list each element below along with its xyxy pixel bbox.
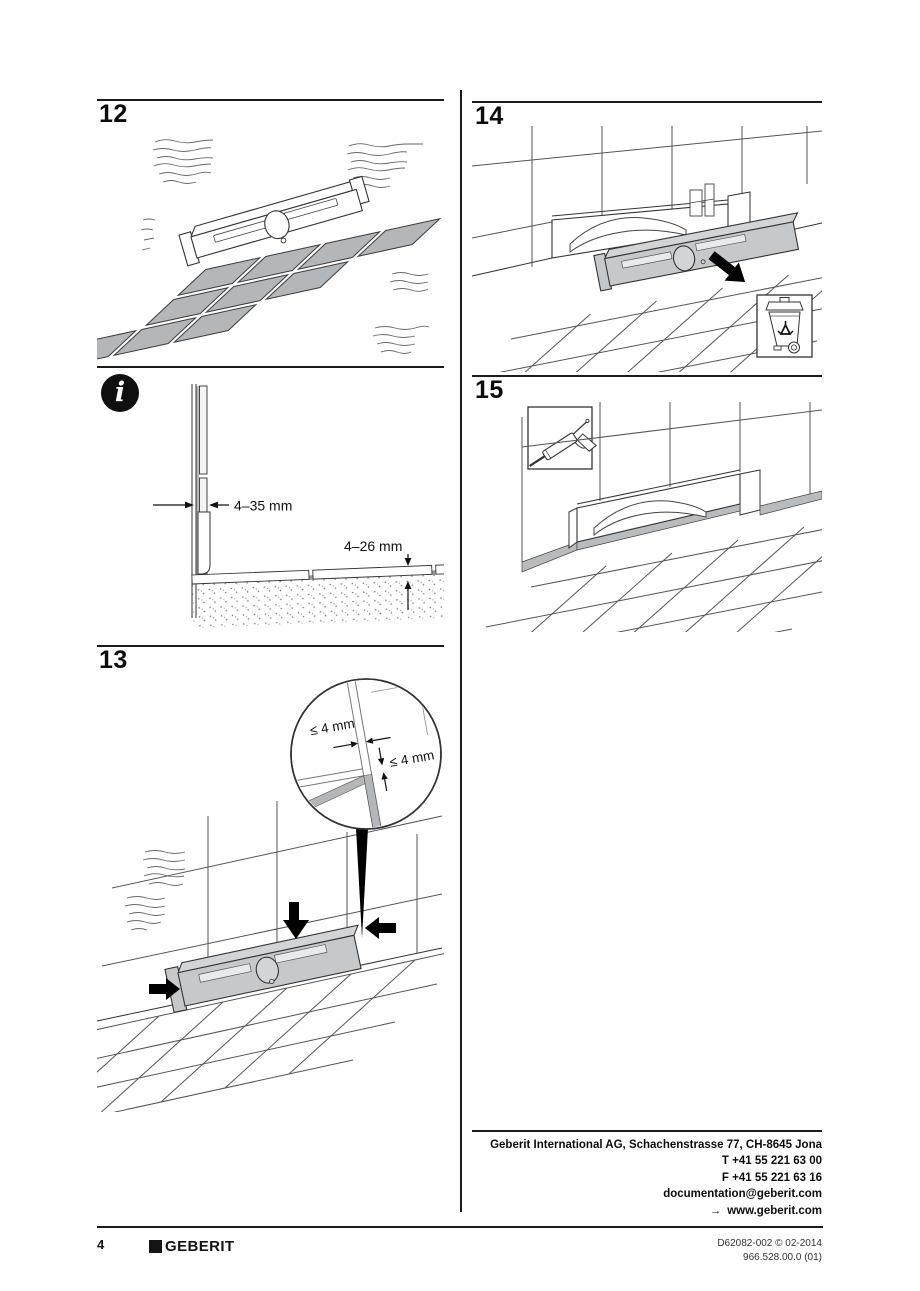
step-15-figure: [472, 402, 822, 632]
wall-cross-section: [191, 384, 211, 618]
section-rule-15: [472, 375, 822, 377]
wall-thickness-label: 4–35 mm: [234, 498, 292, 514]
press-down-arrow-icon: [283, 902, 309, 939]
contact-address-line: Geberit International AG, Schachenstrass…: [490, 1139, 822, 1151]
floor-thickness-dimension: 4–26 mm: [344, 538, 412, 610]
step-15-heading: 15: [475, 376, 504, 404]
step-13-heading: 13: [99, 646, 128, 674]
caulking-gun-icon: [527, 406, 597, 470]
step-12-heading: 12: [99, 100, 128, 128]
wall-tile-joints: [472, 126, 822, 277]
sealed-drain-outlet: [521, 469, 822, 573]
section-rule-13: [97, 645, 444, 647]
logo-text: GEBERIT: [165, 1238, 235, 1255]
website-arrow-icon: →: [709, 1204, 722, 1217]
contact-rule: [472, 1130, 822, 1132]
info-icon-glyph: i: [114, 376, 126, 408]
contact-fax: F +41 55 221 63 16: [721, 1171, 822, 1184]
contact-website: www.geberit.com: [727, 1204, 822, 1217]
drain-collector-profile: [178, 175, 370, 267]
imprint-block: D62082-002 © 02-2014 966.528.00.0 (01): [602, 1237, 822, 1264]
protection-cover-removed: [593, 212, 800, 292]
document-id: D62082-002 © 02-2014: [717, 1238, 822, 1249]
column-divider: [460, 90, 462, 1212]
contact-email: documentation@geberit.com: [663, 1188, 822, 1201]
page-number: 4: [97, 1237, 105, 1252]
contact-phone: T +41 55 221 63 00: [721, 1155, 822, 1168]
article-number: 966.528.00.0 (01): [743, 1251, 822, 1263]
recycle-bin-icon: [756, 294, 813, 358]
sealant-bead-right: [759, 490, 822, 516]
section-rule-12: [97, 99, 444, 101]
magnifier-ring: [290, 678, 442, 830]
section-rule-info: [97, 366, 444, 368]
contact-website-line: → www.geberit.com: [472, 1203, 822, 1219]
info-icon: i: [101, 374, 139, 412]
push-right-arrow-icon: [149, 978, 180, 1000]
wall-drain-opening: [551, 183, 751, 259]
floor-tile-joints: [472, 501, 822, 632]
floor-cross-section: [191, 561, 444, 628]
step-12-figure: [97, 139, 444, 360]
laid-floor-tiles: [97, 219, 440, 360]
info-figure: 4–35 mm 4–26 mm: [153, 384, 444, 628]
drain-unit: [164, 924, 362, 1014]
floor-thickness-label: 4–26 mm: [344, 538, 402, 554]
step-14-figure: [472, 126, 822, 372]
geberit-logo: GEBERIT: [149, 1238, 234, 1255]
floor-tile-joints: [97, 946, 444, 1112]
footer-rule: [97, 1226, 823, 1228]
wall-thickness-dimension: 4–35 mm: [153, 498, 292, 514]
logo-square-icon: [149, 1240, 162, 1253]
step-13-figure: ≤ 4 mm ≤ 4 mm: [97, 678, 444, 1112]
section-rule-14: [472, 101, 822, 103]
contact-block: Geberit International AG, Schachenstrass…: [472, 1137, 822, 1219]
removal-arrow-icon: [708, 251, 746, 283]
magnifier-pointer-wedge: [356, 828, 368, 938]
push-left-arrow-icon: [365, 917, 396, 939]
step-14-heading: 14: [475, 102, 504, 130]
wall-sketch-lines: [124, 850, 186, 931]
